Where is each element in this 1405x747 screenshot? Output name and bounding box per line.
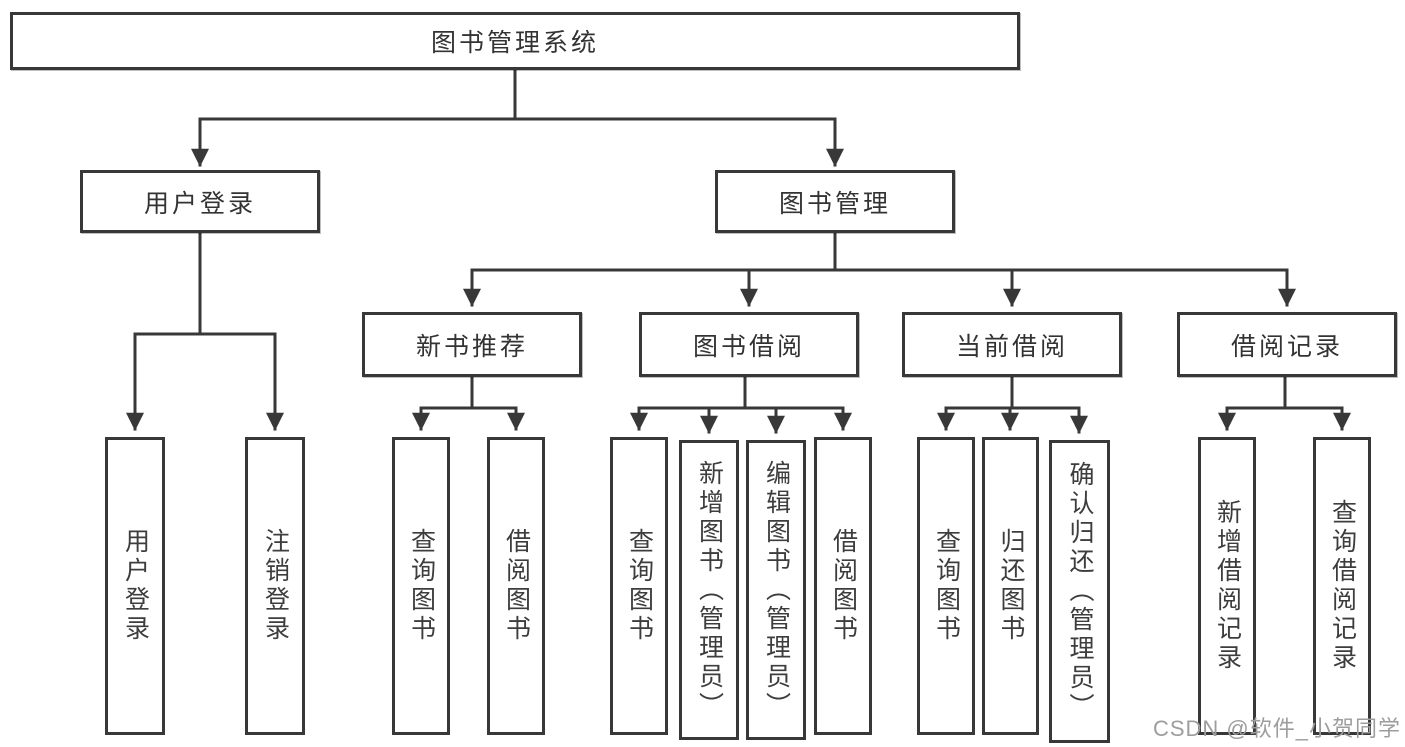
node-borrow-records: 借阅记录: [1177, 312, 1397, 377]
leaf-label: 编辑图书（管理员）: [762, 459, 791, 721]
node-label: 用户登录: [143, 189, 256, 218]
leaf-label: 查询图书: [407, 528, 436, 644]
node-label: 新书推荐: [415, 332, 528, 361]
leaf-add-book-admin: 新增图书（管理员）: [679, 440, 739, 740]
leaf-query-borrow-record: 查询借阅记录: [1313, 437, 1371, 735]
leaf-label: 注销登录: [261, 528, 290, 644]
leaf-borrow-books-recommend: 借阅图书: [487, 437, 545, 735]
node-label: 当前借阅: [955, 332, 1068, 361]
leaf-query-books-current: 查询图书: [917, 437, 975, 735]
leaf-borrow-books: 借阅图书: [814, 437, 872, 735]
node-book-management: 图书管理: [715, 170, 955, 233]
leaf-label: 用户登录: [121, 528, 150, 644]
leaf-add-borrow-record: 新增借阅记录: [1198, 437, 1256, 735]
node-new-book-recommend: 新书推荐: [362, 312, 582, 377]
leaf-user-login: 用户登录: [105, 437, 165, 735]
leaf-label: 借阅图书: [829, 528, 858, 644]
leaf-label: 查询图书: [625, 528, 654, 644]
node-user-login: 用户登录: [80, 170, 320, 233]
leaf-label: 查询借阅记录: [1328, 499, 1357, 673]
leaf-return-books: 归还图书: [982, 437, 1039, 735]
leaf-query-books-borrow: 查询图书: [610, 437, 668, 735]
leaf-label: 归还图书: [997, 528, 1025, 644]
leaf-label: 借阅图书: [502, 528, 531, 644]
leaf-label: 确认归还（管理员）: [1066, 461, 1094, 722]
node-current-borrow: 当前借阅: [902, 312, 1122, 377]
leaf-logout: 注销登录: [245, 437, 305, 735]
leaf-query-books-recommend: 查询图书: [392, 437, 450, 735]
node-label: 借阅记录: [1230, 332, 1343, 361]
leaf-label: 新增图书（管理员）: [695, 459, 724, 721]
leaf-label: 新增借阅记录: [1213, 499, 1242, 673]
leaf-confirm-return-admin: 确认归还（管理员）: [1049, 440, 1110, 743]
leaf-label: 查询图书: [932, 528, 961, 644]
node-label: 图书借阅: [692, 332, 805, 361]
node-book-borrow: 图书借阅: [639, 312, 859, 377]
node-book-management-system: 图书管理系统: [10, 12, 1020, 70]
node-label: 图书管理: [778, 189, 891, 218]
leaf-edit-book-admin: 编辑图书（管理员）: [746, 440, 806, 740]
node-label: 图书管理系统: [430, 29, 599, 57]
